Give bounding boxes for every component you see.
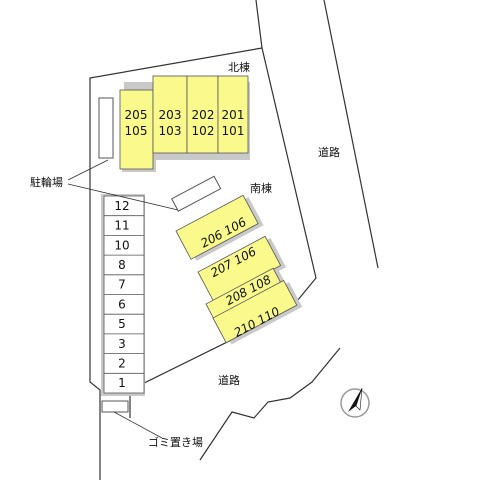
parking-label: 駐輪場: [30, 175, 63, 189]
south-building: 206 106 207 106 208 108 210 110: [175, 194, 303, 345]
garbage-label: ゴミ置き場: [148, 435, 203, 449]
parking-space-2: 2: [118, 356, 126, 370]
north-arrow-icon: [340, 387, 370, 418]
road-edge-east-1: [255, 0, 263, 49]
parking-space-10: 10: [114, 238, 129, 252]
parking-space-11: 11: [114, 219, 129, 233]
parking-space-7: 7: [118, 278, 126, 292]
unit-105: 105: [125, 124, 148, 138]
parking-leader-2: [67, 183, 179, 211]
unit-102: 102: [192, 124, 215, 138]
parking-space-3: 3: [118, 337, 126, 351]
garbage-area: [101, 400, 129, 413]
road-label-east: 道路: [318, 145, 340, 159]
road-label-south: 道路: [218, 373, 240, 387]
parking-space-8: 8: [118, 258, 126, 272]
bike-parking-south: [171, 175, 222, 212]
road-edge-south: [199, 347, 341, 461]
parking-space-12: 12: [114, 199, 129, 213]
parking-leader-1: [67, 159, 109, 181]
garbage-leader: [113, 411, 163, 439]
unit-202: 202: [192, 108, 215, 122]
road-edge-east-2: [323, 0, 379, 269]
bike-parking-north: [98, 97, 114, 159]
unit-201: 201: [222, 108, 245, 122]
parking-space-5: 5: [118, 317, 126, 331]
north-building-label: 北棟: [228, 60, 250, 74]
unit-101: 101: [222, 124, 245, 138]
unit-103: 103: [159, 124, 182, 138]
unit-203: 203: [159, 108, 182, 122]
unit-205: 205: [125, 108, 148, 122]
parking-space-1: 1: [118, 376, 126, 390]
north-building: 205 105 203 103 202 102 201 101: [119, 75, 250, 172]
parking-space-6: 6: [118, 297, 126, 311]
south-building-label: 南棟: [250, 181, 272, 195]
parking-lot: 12 11 10 8 7 6 5 3 2 1: [101, 194, 145, 396]
